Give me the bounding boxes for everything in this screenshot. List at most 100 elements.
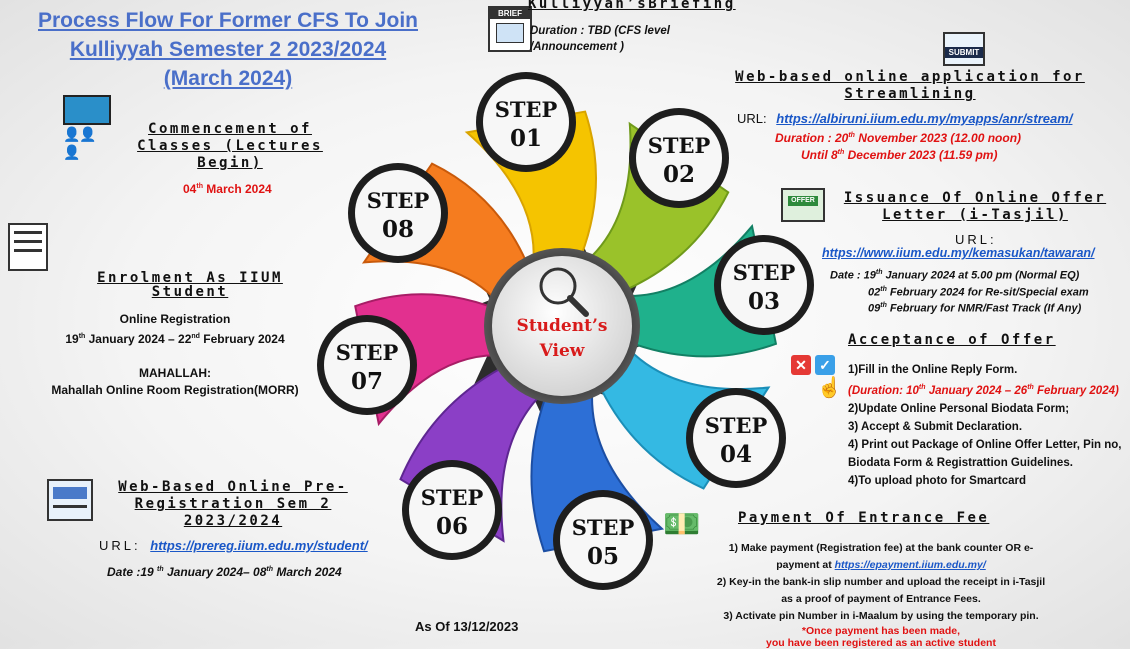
- step-circle-4: STEP 04: [686, 388, 786, 488]
- acceptance-item-6: 4)To upload photo for Smartcard: [848, 474, 1027, 487]
- step-circle-2: STEP 02: [629, 108, 729, 208]
- payment-note-2: you have been registered as an active st…: [766, 637, 996, 649]
- streamlining-title-line-1: Web-based online application for: [735, 69, 1085, 85]
- acceptance-item-2: 2)Update Online Personal Biodata Form;: [848, 402, 1070, 415]
- step-3-word: STEP: [733, 260, 796, 285]
- enrolment-online: Online Registration: [119, 312, 231, 326]
- briefing-title: Kulliyyah’sBriefing: [528, 0, 736, 12]
- center-label-line-1: Student’s: [517, 316, 608, 336]
- streamlining-url-link[interactable]: https://albiruni.iium.edu.my/myapps/anr/…: [776, 111, 1073, 126]
- acceptance-item-1: 1)Fill in the Online Reply Form.: [848, 364, 1018, 376]
- title-line-1: Process Flow For Former CFS To Join: [38, 9, 418, 32]
- payment-note-1: *Once payment has been made,: [801, 625, 961, 637]
- offer-letter-title-line-2: Letter (i-Tasjil): [882, 207, 1068, 223]
- step-circle-6: STEP 06: [402, 460, 502, 560]
- payment-list: 1) Make payment (Registration fee) at th…: [706, 540, 1056, 649]
- prereg-url-link[interactable]: https://prereg.iium.edu.my/student/: [150, 538, 368, 553]
- commencement-title-line-3: Begin): [197, 155, 263, 171]
- prereg-url-row: URL: https://prereg.iium.edu.my/student/: [99, 538, 368, 553]
- acceptance-item-5: Biodata Form & Registrattion Guidelines.: [848, 456, 1073, 469]
- step-2-word: STEP: [648, 133, 711, 158]
- step-4-number: 04: [720, 441, 752, 468]
- acceptance-list: 1)Fill in the Online Reply Form. (Durati…: [848, 361, 1121, 490]
- step-2-number: 02: [663, 161, 695, 188]
- payment-url-link[interactable]: https://epayment.iium.edu.my/: [834, 559, 986, 571]
- streamlining-until: Until 8th December 2023 (11.59 pm): [801, 148, 998, 162]
- page-title: Process Flow For Former CFS To Join Kull…: [8, 6, 448, 93]
- briefing-icon: BRIEF: [488, 6, 532, 52]
- briefing-duration-line-2: /Announcement ): [530, 41, 624, 53]
- commencement-date: 04th March 2024: [183, 182, 272, 196]
- streamlining-title-line-2: Streamlining: [844, 86, 976, 102]
- step-1-number: 01: [510, 125, 542, 152]
- commencement-title-line-2: Classes (Lectures: [137, 138, 323, 154]
- title-line-2: Kulliyyah Semester 2 2023/2024: [69, 38, 387, 61]
- prereg-title-line-3: 2023/2024: [183, 513, 283, 529]
- enrolment-mahallah: MAHALLAH:: [139, 366, 211, 380]
- money-hand-icon: 💵: [663, 508, 701, 541]
- briefing-duration: Duration : TBD (CFS level /Announcement …: [530, 23, 750, 55]
- enrolment-title-line-1: Enrolment As IIUM: [97, 270, 283, 286]
- prereg-title: Web-Based Online Pre- Registration Sem 2…: [98, 479, 368, 530]
- center-label-line-2: View: [539, 341, 585, 361]
- acceptance-title: Acceptance of Offer: [848, 332, 1056, 348]
- offer-date-3: 09th February for NMR/Fast Track (If Any…: [868, 302, 1082, 315]
- pre-registration-icon: [47, 479, 93, 521]
- enrolment-title-line-2: Student: [151, 284, 229, 300]
- step-1-word: STEP: [495, 97, 558, 122]
- payment-item-1: 1) Make payment (Registration fee) at th…: [728, 542, 1034, 554]
- step-7-word: STEP: [336, 340, 399, 365]
- classroom-icon: 👤👤👤: [63, 95, 111, 160]
- streamlining-url-label: URL:: [737, 111, 767, 126]
- step-circle-8: STEP 08: [348, 163, 448, 263]
- submit-icon: SUBMIT: [943, 32, 985, 66]
- prereg-title-line-1: Web-Based Online Pre-: [118, 479, 348, 495]
- prereg-date: Date :19 th January 2024– 08th March 202…: [107, 565, 342, 579]
- offer-letter-title-line-1: Issuance Of Online Offer: [843, 190, 1107, 206]
- step-circle-3: STEP 03: [714, 235, 814, 335]
- offer-icon-label: OFFER: [788, 196, 818, 206]
- prereg-title-line-2: Registration Sem 2: [134, 496, 332, 512]
- offer-url-label: URL:: [955, 232, 997, 247]
- enrolment-morr: Mahallah Online Room Registration(MORR): [51, 383, 299, 397]
- acceptance-duration: (Duration: 10th January 2024 – 26th Febr…: [848, 384, 1119, 397]
- acceptance-item-4: 4) Print out Package of Online Offer Let…: [848, 438, 1122, 451]
- hub-circle: [492, 256, 632, 396]
- magnifier-icon: [539, 267, 589, 317]
- prereg-url-label: URL:: [99, 538, 141, 553]
- step-circle-7: STEP 07: [317, 315, 417, 415]
- offer-date-1: Date : 19th January 2024 at 5.00 pm (Nor…: [830, 269, 1080, 282]
- step-7-number: 07: [351, 368, 383, 395]
- enrolment-details: Online Registration 19th January 2024 – …: [30, 311, 320, 399]
- as-of-date: As Of 13/12/2023: [415, 619, 519, 634]
- submit-icon-label: SUBMIT: [945, 47, 983, 58]
- offer-date-2: 02th February 2024 for Re-sit/Special ex…: [868, 285, 1089, 299]
- offer-url-link[interactable]: https://www.iium.edu.my/kemasukan/tawara…: [822, 246, 1095, 260]
- step-5-word: STEP: [572, 515, 635, 540]
- commencement-title-line-1: Commencement of: [148, 121, 312, 137]
- title-line-3: (March 2024): [163, 67, 293, 90]
- offer-letter-title: Issuance Of Online Offer Letter (i-Tasji…: [830, 190, 1120, 224]
- step-circle-1: STEP 01: [476, 72, 576, 172]
- briefing-duration-line-1: Duration : TBD (CFS level: [530, 25, 670, 37]
- step-circle-5: STEP 05: [553, 490, 653, 590]
- step-8-word: STEP: [367, 188, 430, 213]
- payment-item-3: 3) Activate pin Number in i-Maalum by us…: [723, 610, 1039, 622]
- acceptance-item-3: 3) Accept & Submit Declaration.: [848, 420, 1023, 433]
- streamlining-url-row: URL: https://albiruni.iium.edu.my/myapps…: [737, 111, 1072, 126]
- step-4-word: STEP: [705, 413, 768, 438]
- step-3-number: 03: [748, 288, 780, 315]
- commencement-title: Commencement of Classes (Lectures Begin): [130, 121, 330, 172]
- offer-dates: Date : 19th January 2024 at 5.00 pm (Nor…: [830, 266, 1120, 316]
- streamlining-title: Web-based online application for Streaml…: [720, 69, 1100, 103]
- step-5-number: 05: [587, 543, 619, 570]
- payment-title: Payment Of Entrance Fee: [738, 510, 990, 526]
- step-8-number: 08: [382, 216, 414, 243]
- briefing-icon-label: BRIEF: [490, 8, 530, 19]
- step-6-number: 06: [436, 513, 468, 540]
- enrolment-title: Enrolment As IIUM Student: [60, 271, 320, 299]
- step-6-word: STEP: [421, 485, 484, 510]
- payment-item-2b: as a proof of payment of Entrance Fees.: [781, 593, 981, 605]
- enrolment-date: 19th January 2024 – 22nd February 2024: [65, 332, 285, 346]
